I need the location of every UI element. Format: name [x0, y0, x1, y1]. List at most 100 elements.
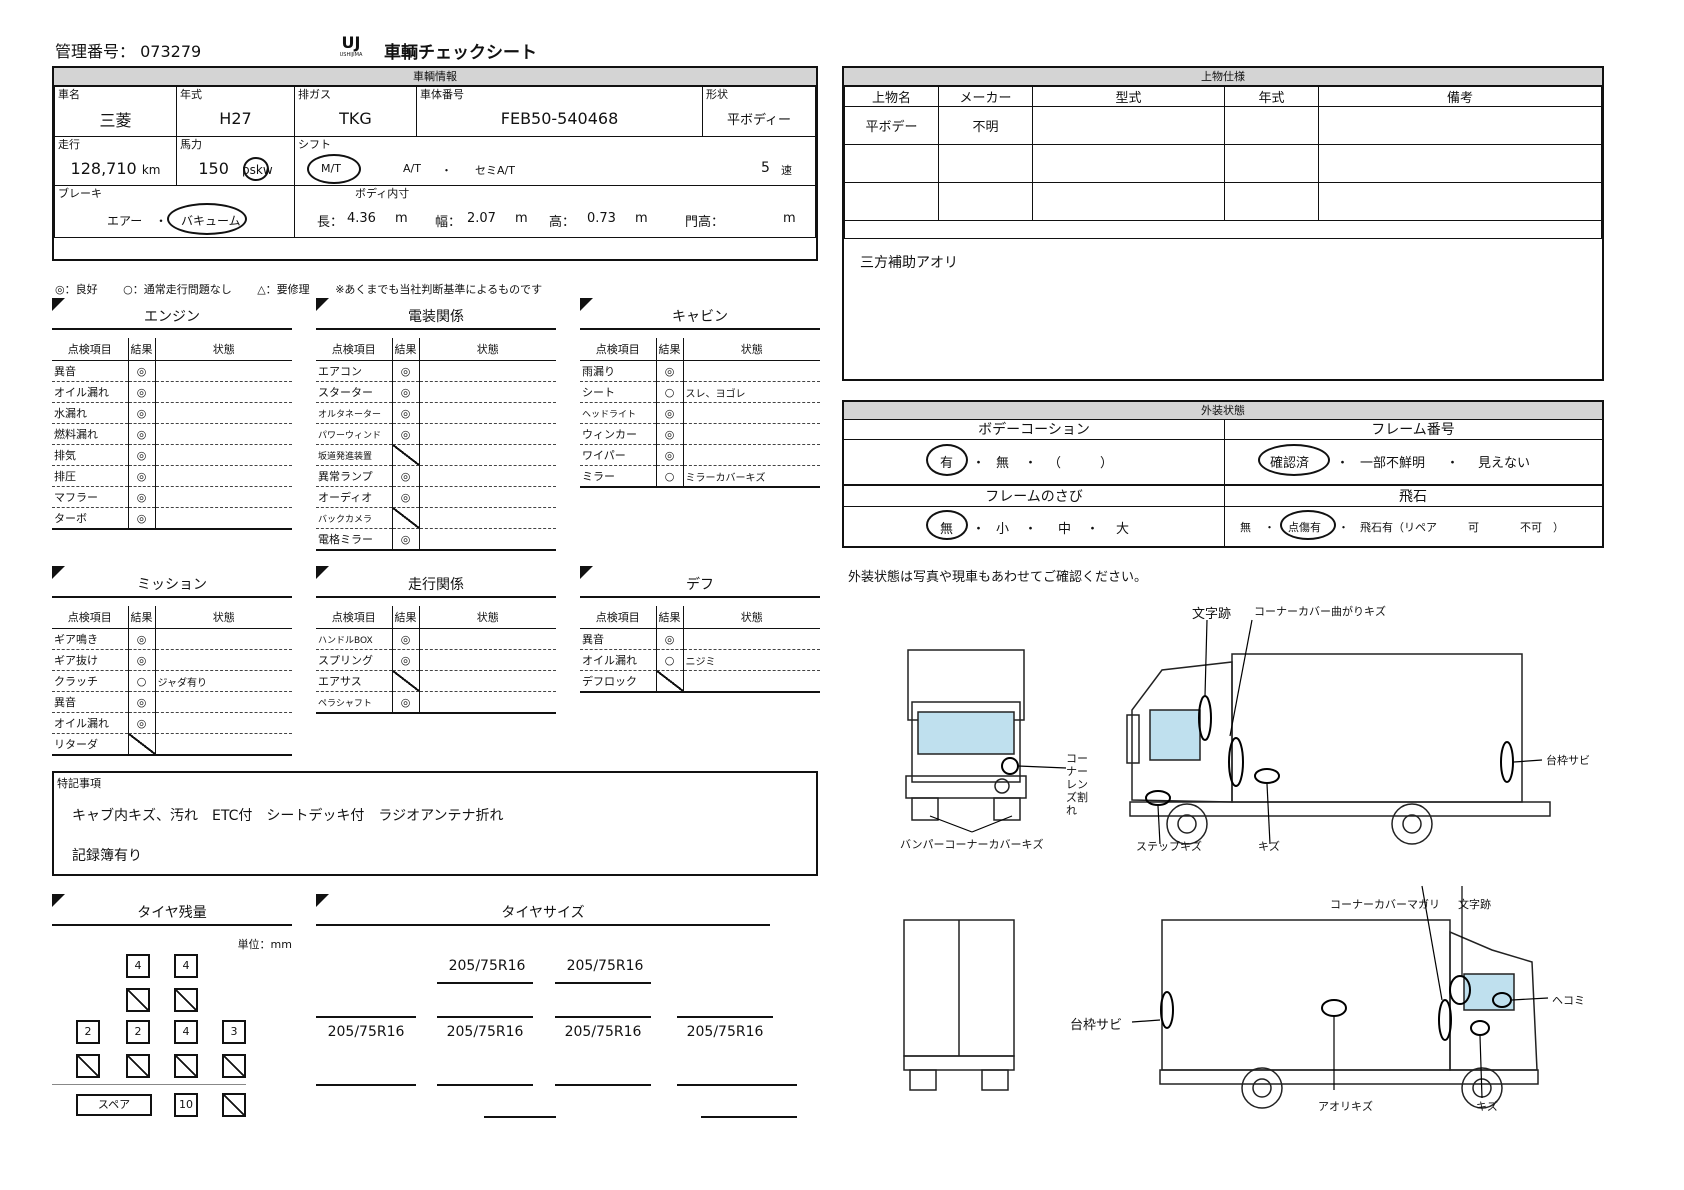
- check-row: オイル漏れ◎: [52, 712, 292, 734]
- check-item-label: ウィンカー: [580, 423, 656, 445]
- tire-size-section: タイヤサイズ 205/75R16 205/75R16 205/75R16 205…: [316, 894, 806, 1134]
- check-result: ○: [655, 465, 684, 488]
- exterior-condition-panel: 外装状態 ボデーコーション フレーム番号 有 ・ 無 ・ （ ） 確認済 ・ 一…: [842, 400, 1604, 548]
- special-notes-line-2: 記録簿有り: [72, 848, 142, 864]
- not-applicable-slash: [656, 671, 683, 691]
- check-result: ◎: [655, 444, 684, 466]
- tire-remain-section: タイヤ残量 単位：mm 4 4 2 2 4 3 スペア 10: [52, 894, 292, 1134]
- check-state: [419, 628, 556, 650]
- check-state: [155, 423, 292, 445]
- section-marker-icon: [316, 894, 329, 907]
- check-item-label: ペラシャフト: [316, 691, 392, 714]
- tire-size-rear-3: 205/75R16: [564, 1024, 642, 1040]
- check-row: ウィンカー◎: [580, 423, 820, 445]
- power-value: 150 pskw: [176, 151, 295, 186]
- annotation-step-scratch: ステップキズ: [1136, 840, 1202, 853]
- tire-remain-title: タイヤ残量: [52, 902, 292, 926]
- check-item-label: ギア鳴き: [52, 628, 128, 650]
- not-applicable-slash: [392, 671, 419, 691]
- emission-value: TKG: [294, 102, 417, 137]
- annotation-scratch-left: キズ: [1476, 1100, 1498, 1113]
- check-result: ○: [127, 670, 156, 692]
- tire-spare-2: [222, 1093, 246, 1117]
- annotation-gate-scratch: アオリキズ: [1318, 1100, 1373, 1113]
- vehicle-info-table-1: 車名 年式 排ガス 車体番号 形状 三菱 H27 TKG FEB50-54046…: [54, 86, 816, 137]
- check-item-label: ミラー: [580, 465, 656, 488]
- section-marker-icon: [52, 566, 65, 579]
- check-section-title: デフ: [580, 574, 820, 598]
- check-item-label: デフロック: [580, 670, 656, 693]
- check-state: [155, 402, 292, 424]
- check-state: [419, 486, 556, 508]
- check-state: [155, 649, 292, 671]
- check-item-label: 排気: [52, 444, 128, 466]
- check-result: ◎: [127, 507, 156, 530]
- check-item-label: 水漏れ: [52, 402, 128, 424]
- check-result: ◎: [391, 381, 420, 403]
- check-item-label: ヘッドライト: [580, 402, 656, 424]
- check-result: ◎: [655, 423, 684, 445]
- check-row: 雨漏り◎: [580, 360, 820, 382]
- check-state: [683, 628, 820, 650]
- check-state: [155, 712, 292, 734]
- exterior-condition-header: 外装状態: [844, 402, 1602, 420]
- check-result: [391, 507, 420, 529]
- check-result: ◎: [127, 381, 156, 403]
- truck-rear-view: [903, 919, 1015, 1091]
- check-row: 電格ミラー◎: [316, 528, 556, 551]
- check-item-label: 燃料漏れ: [52, 423, 128, 445]
- check-result: ◎: [391, 465, 420, 487]
- tire-size-front-left: 205/75R16: [448, 958, 526, 974]
- check-result: ◎: [655, 360, 684, 382]
- check-result: ◎: [127, 486, 156, 508]
- check-row: エアサス: [316, 670, 556, 692]
- check-row: ヘッドライト◎: [580, 402, 820, 424]
- vehicle-info-table-2: 走行 馬力 シフト 128,710 km 150 pskw M/T A/T ・ …: [54, 135, 816, 186]
- check-result: ◎: [391, 486, 420, 508]
- check-item-label: オーディオ: [316, 486, 392, 508]
- check-result: ◎: [655, 402, 684, 424]
- check-result: ◎: [391, 360, 420, 382]
- check-row: バックカメラ: [316, 507, 556, 529]
- upper-body-spec-table: 上物名 メーカー 型式 年式 備考 平ボデー 不明: [844, 86, 1602, 239]
- check-result: ◎: [391, 649, 420, 671]
- brake-value: エアー ・ バキューム: [54, 201, 295, 238]
- check-state: [419, 423, 556, 445]
- check-item-label: バックカメラ: [316, 507, 392, 529]
- tire-front-left: 4: [126, 954, 150, 978]
- check-state: スレ、ヨゴレ: [683, 381, 820, 403]
- check-result: [391, 670, 420, 692]
- check-row: 水漏れ◎: [52, 402, 292, 424]
- check-result: ◎: [391, 691, 420, 714]
- check-row: 燃料漏れ◎: [52, 423, 292, 445]
- check-item-label: オイル漏れ: [52, 381, 128, 403]
- check-result: ◎: [127, 465, 156, 487]
- check-row: オルタネーター◎: [316, 402, 556, 424]
- tire-size-rear-1: 205/75R16: [327, 1024, 405, 1040]
- check-item-label: 異音: [52, 691, 128, 713]
- not-applicable-slash: [392, 445, 419, 465]
- check-item-label: 排圧: [52, 465, 128, 487]
- check-result: ◎: [127, 402, 156, 424]
- check-item-label: 雨漏り: [580, 360, 656, 382]
- annotation-bumper-corner: バンパーコーナーカバーキズ: [900, 838, 1044, 851]
- check-state: [155, 733, 292, 756]
- frame-rust-label: フレームのさび: [844, 486, 1225, 507]
- check-item-label: オルタネーター: [316, 402, 392, 424]
- annotation-letter-trace-left: 文字跡: [1458, 898, 1491, 911]
- upper-name-value: 平ボデー: [844, 106, 939, 145]
- check-result: ○: [655, 649, 684, 671]
- shift-value: M/T A/T ・ セミA/T 5 速: [294, 151, 816, 186]
- upper-body-spec-panel: 上物仕様 上物名 メーカー 型式 年式 備考 平ボデー 不明 三方補助アオリ: [842, 66, 1604, 381]
- check-row: 排圧◎: [52, 465, 292, 487]
- check-result: ◎: [127, 423, 156, 445]
- check-item-label: 異常ランプ: [316, 465, 392, 487]
- check-state: [419, 402, 556, 424]
- check-state: [419, 528, 556, 551]
- check-item-label: クラッチ: [52, 670, 128, 692]
- check-item-label: 異音: [52, 360, 128, 382]
- check-result: ○: [655, 381, 684, 403]
- check-result: [391, 444, 420, 466]
- check-state: [155, 628, 292, 650]
- check-result: ◎: [127, 444, 156, 466]
